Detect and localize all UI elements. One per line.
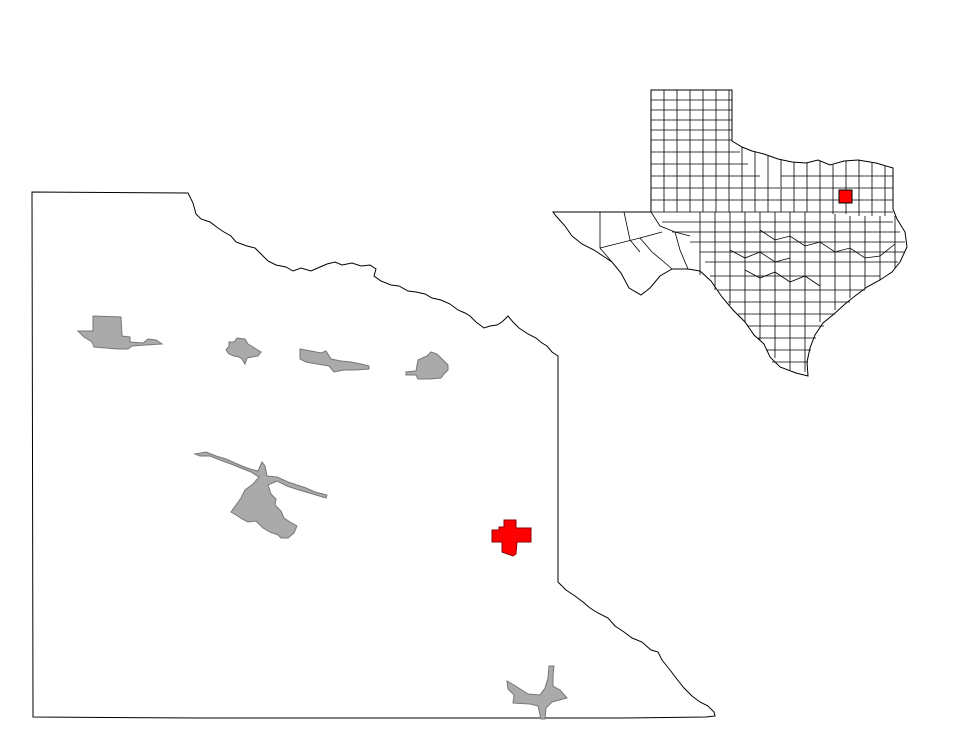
texas-inset-map [552,89,908,377]
highlighted-place [491,519,532,557]
place-2 [225,337,262,366]
place-6 [506,665,568,720]
place-4 [405,351,449,380]
county-boundary [31,191,716,719]
place-3 [299,348,370,373]
place-1 [76,315,164,350]
texas-county-lines [599,90,905,372]
place-5 [193,451,328,539]
highlighted-county [838,189,853,204]
county-map [31,191,716,720]
